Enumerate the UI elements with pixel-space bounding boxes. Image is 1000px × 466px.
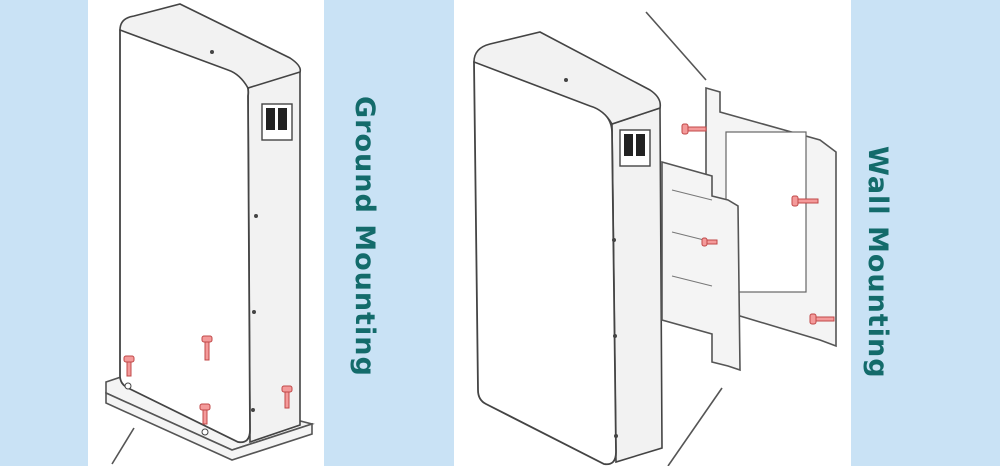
ground-screw [281,385,293,409]
ground-screw [199,403,211,425]
wall-dot [612,238,616,242]
ground-mount-illustration [105,3,315,465]
wall-screw [791,195,819,207]
plate-hole [201,428,209,436]
ground-screw [201,335,213,361]
wall-mounting-label: Wall Mounting [862,146,893,379]
wall-bracket-front [661,160,741,372]
ground-screw [123,355,135,377]
wall-screw [809,313,835,325]
right-blue-band [851,0,1000,466]
ground-port-2 [278,108,287,130]
wall-screw [701,237,718,247]
wall-port-1 [624,134,633,156]
wall-dot [613,334,617,338]
bracket-slot [671,189,713,201]
middle-blue-band [324,0,454,466]
wall-mount-illustration [473,11,837,466]
ground-mounting-label: Ground Mounting [349,96,380,377]
ground-dot [252,310,256,314]
wall-screw [681,123,707,135]
ground-dot [210,50,214,54]
wall-battery-top [473,31,662,125]
wall-leader-line-top [645,11,707,81]
wall-battery-front [473,49,617,466]
wall-leader-line-bottom [667,387,723,466]
wall-port-2 [636,134,645,156]
ground-base-plate-edge [105,391,313,461]
ground-battery-front [119,19,251,444]
plate-hole [124,382,132,390]
ground-leader-line [111,427,135,465]
left-blue-band [0,0,88,466]
ground-port-1 [266,108,275,130]
ground-battery-top [119,3,302,89]
ground-dot [251,408,255,412]
ground-dot [254,214,258,218]
wall-dot [564,78,568,82]
bracket-slot [671,275,713,287]
wall-dot [614,434,618,438]
